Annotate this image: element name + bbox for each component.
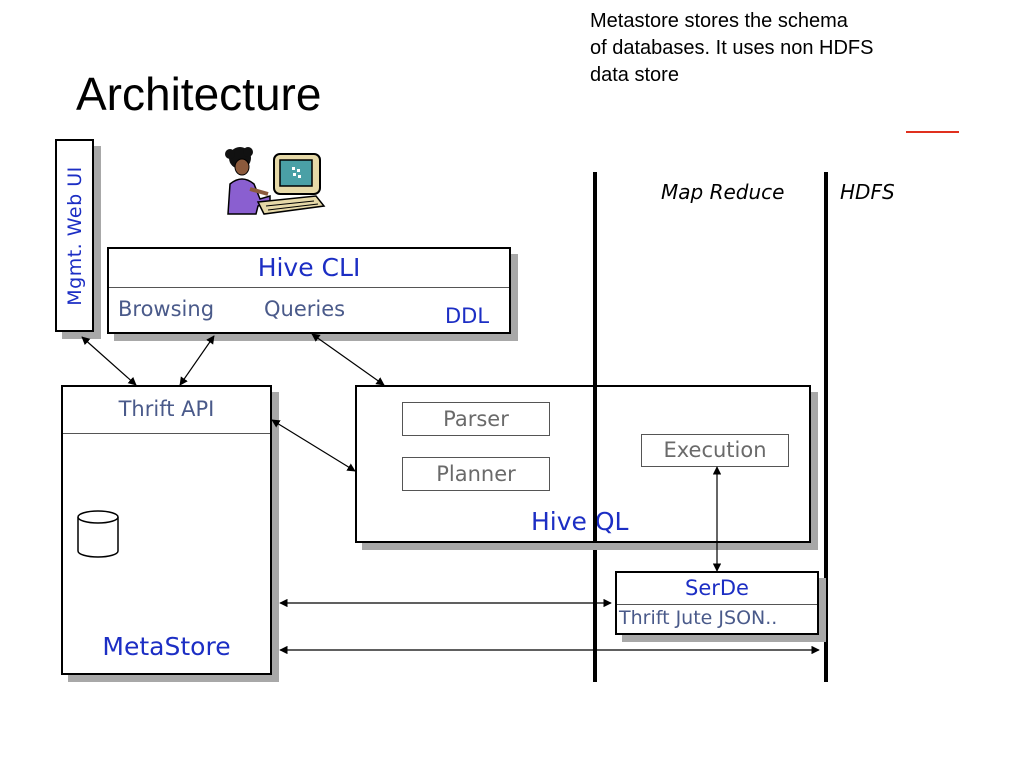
user-at-computer-icon	[225, 147, 326, 215]
planner-box: Planner	[402, 457, 550, 491]
hdfs-label: HDFS	[840, 180, 895, 204]
hive-cli-title: Hive CLI	[257, 253, 361, 282]
mgmt-web-ui-box: Mgmt. Web UI	[55, 139, 94, 332]
cli-item-ddl: DDL	[445, 304, 490, 328]
hive-cli-box: Hive CLI Browsing Queries DDL	[107, 247, 511, 334]
metastore-label: MetaStore	[102, 632, 231, 661]
metastore-box: Thrift API MetaStore	[61, 385, 272, 675]
serde-box: SerDe Thrift Jute JSON..	[615, 571, 819, 635]
cli-item-browsing: Browsing	[118, 297, 215, 321]
red-accent-line	[906, 131, 959, 133]
parser-box: Parser	[402, 402, 550, 436]
database-cylinder-icon	[77, 510, 119, 558]
serde-title: SerDe	[685, 576, 749, 600]
hdfs-boundary-line	[824, 172, 828, 682]
metastore-note: Metastore stores the schema of databases…	[590, 8, 970, 89]
arrow-thrift-hiveql	[271, 419, 356, 472]
note-line-3: data store	[590, 64, 679, 86]
thrift-api-label: Thrift API	[118, 397, 215, 421]
metastore-divider	[63, 433, 270, 434]
arrow-queries-hiveql	[311, 333, 385, 386]
arrow-browsing-metastore	[179, 335, 215, 386]
arrow-webui-metastore	[81, 336, 137, 386]
hive-ql-label: Hive QL	[531, 507, 629, 536]
map-reduce-boundary-overlay	[593, 385, 597, 543]
serde-formats: Thrift Jute JSON..	[619, 607, 778, 629]
map-reduce-label: Map Reduce	[661, 180, 785, 204]
cli-item-queries: Queries	[264, 297, 346, 321]
slide-title: Architecture	[76, 68, 322, 120]
note-line-2: of databases. It uses non HDFS	[590, 37, 874, 59]
serde-divider	[617, 604, 817, 605]
note-line-1: Metastore stores the schema	[590, 10, 848, 32]
hive-ql-box: Parser Planner Execution Hive QL	[355, 385, 811, 543]
hive-cli-divider	[109, 287, 509, 288]
